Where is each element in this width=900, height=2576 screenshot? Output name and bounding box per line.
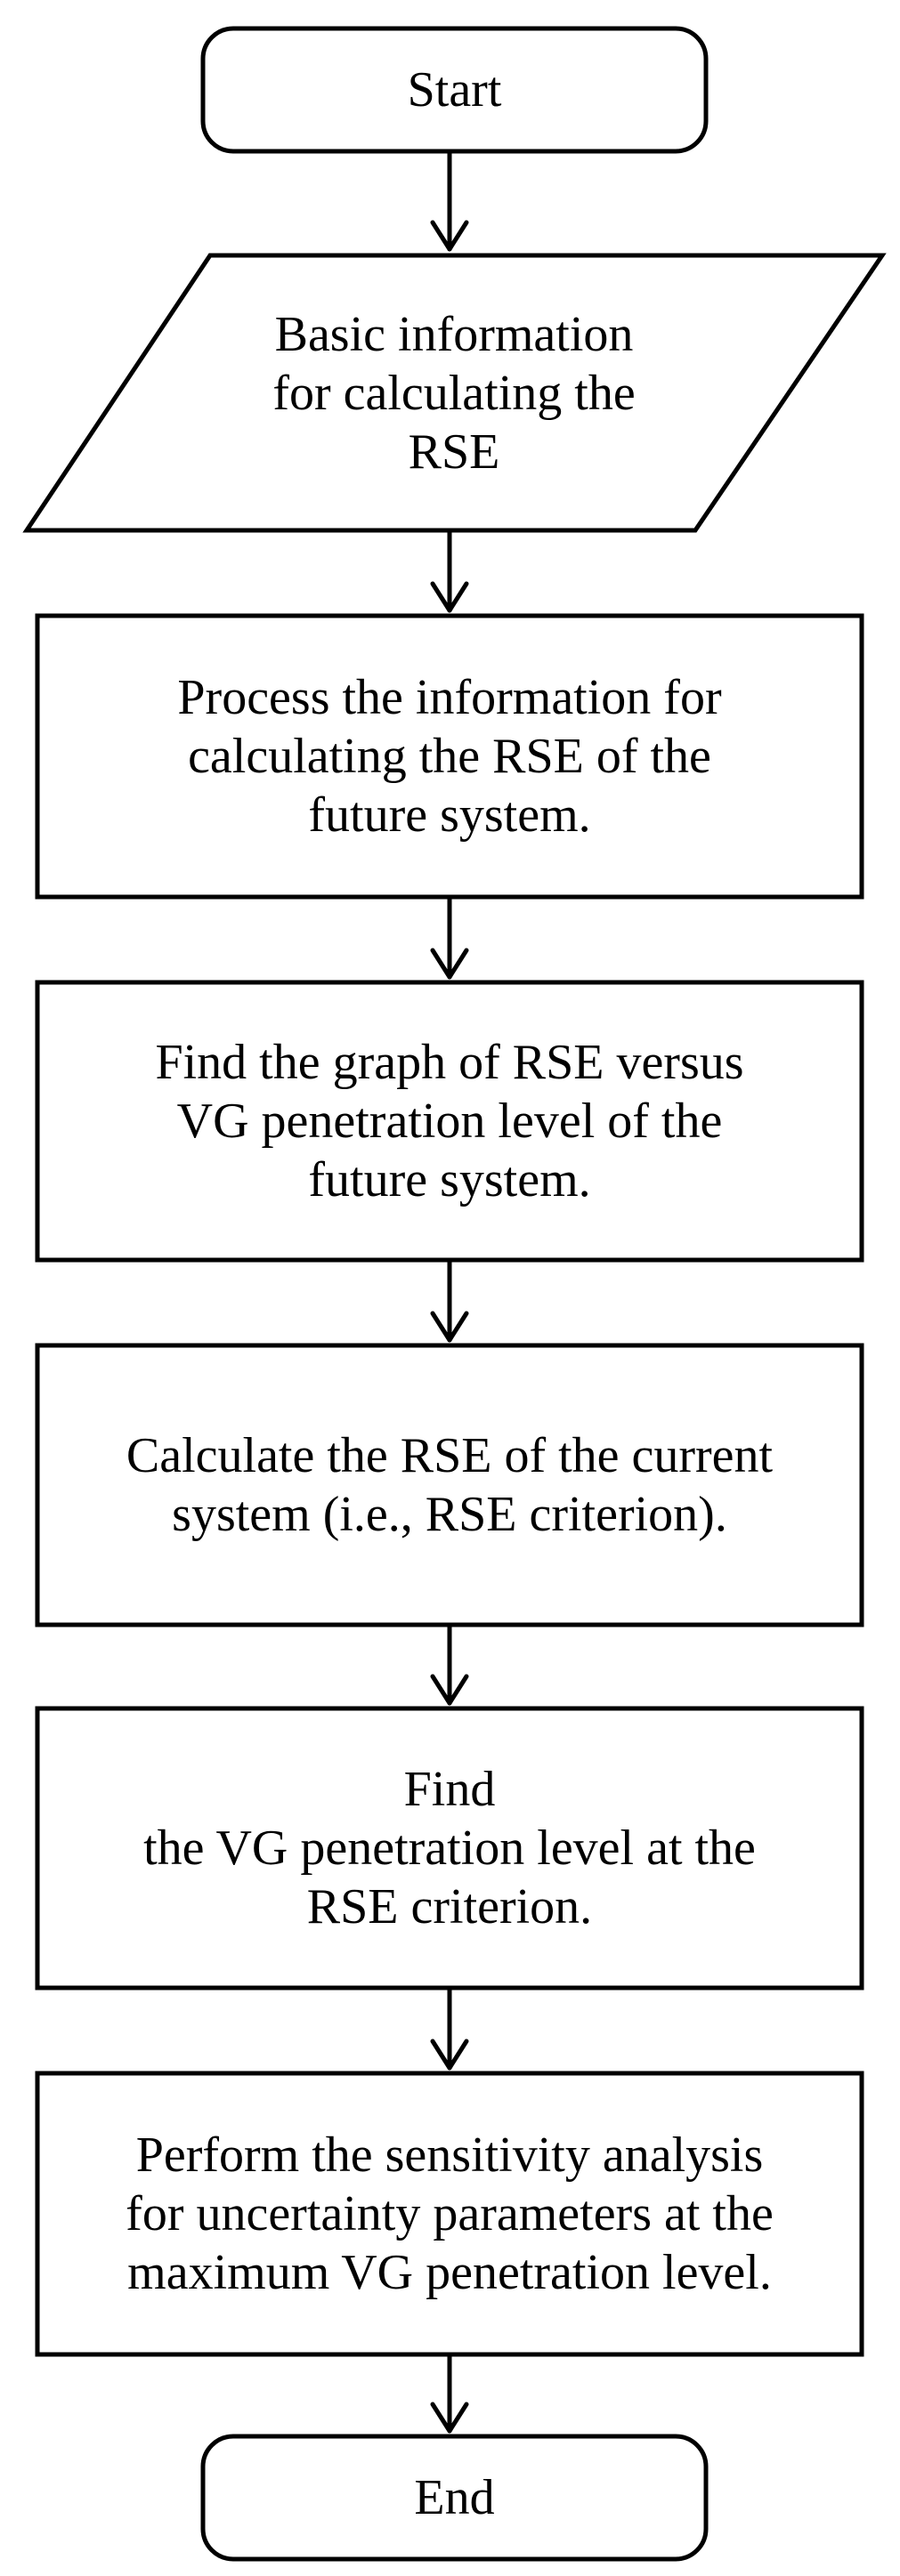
end-terminal: End <box>203 2436 706 2559</box>
start-label: Start <box>407 62 502 117</box>
process-step-1: Process the information for calculating … <box>37 616 862 897</box>
process-box-5 <box>35 2071 864 2357</box>
arrow-start-to-input <box>430 150 469 252</box>
arrow-step-1-to-step-2 <box>430 896 469 980</box>
arrow-step-5-to-end <box>430 2354 469 2434</box>
process-box-3 <box>35 1343 864 1627</box>
process-step-5: Perform the sensitivity analysis for unc… <box>37 2073 862 2354</box>
process-step-2: Find the graph of RSE versus VG penetrat… <box>37 982 862 1260</box>
input-node: Basic information for calculating the RS… <box>187 255 721 530</box>
process-step-1-label: Process the information for calculating … <box>177 670 722 843</box>
start-terminal: Start <box>203 28 706 151</box>
end-terminal-shape <box>200 2434 709 2562</box>
process-box-2 <box>35 980 864 1263</box>
process-step-3-label: Calculate the RSE of the current system … <box>126 1428 774 1542</box>
process-box-1 <box>35 613 864 900</box>
process-step-4-label: Find the VG penetration level at the RSE… <box>143 1762 756 1934</box>
process-step-5-label: Perform the sensitivity analysis for unc… <box>126 2128 774 2300</box>
connector-arrows <box>430 150 469 2434</box>
input-label: Basic information for calculating the RS… <box>272 306 636 480</box>
process-step-2-label: Find the graph of RSE versus VG penetrat… <box>155 1035 744 1207</box>
arrow-step-4-to-step-5 <box>430 1987 469 2071</box>
input-parallelogram-shape <box>22 253 887 533</box>
start-terminal-shape <box>200 26 709 154</box>
arrow-step-3-to-step-4 <box>430 1624 469 1706</box>
process-step-3: Calculate the RSE of the current system … <box>37 1345 862 1625</box>
arrow-step-2-to-step-3 <box>430 1259 469 1343</box>
arrow-input-to-step-1 <box>430 529 469 613</box>
end-label: End <box>414 2470 495 2525</box>
process-step-4: Find the VG penetration level at the RSE… <box>37 1708 862 1988</box>
